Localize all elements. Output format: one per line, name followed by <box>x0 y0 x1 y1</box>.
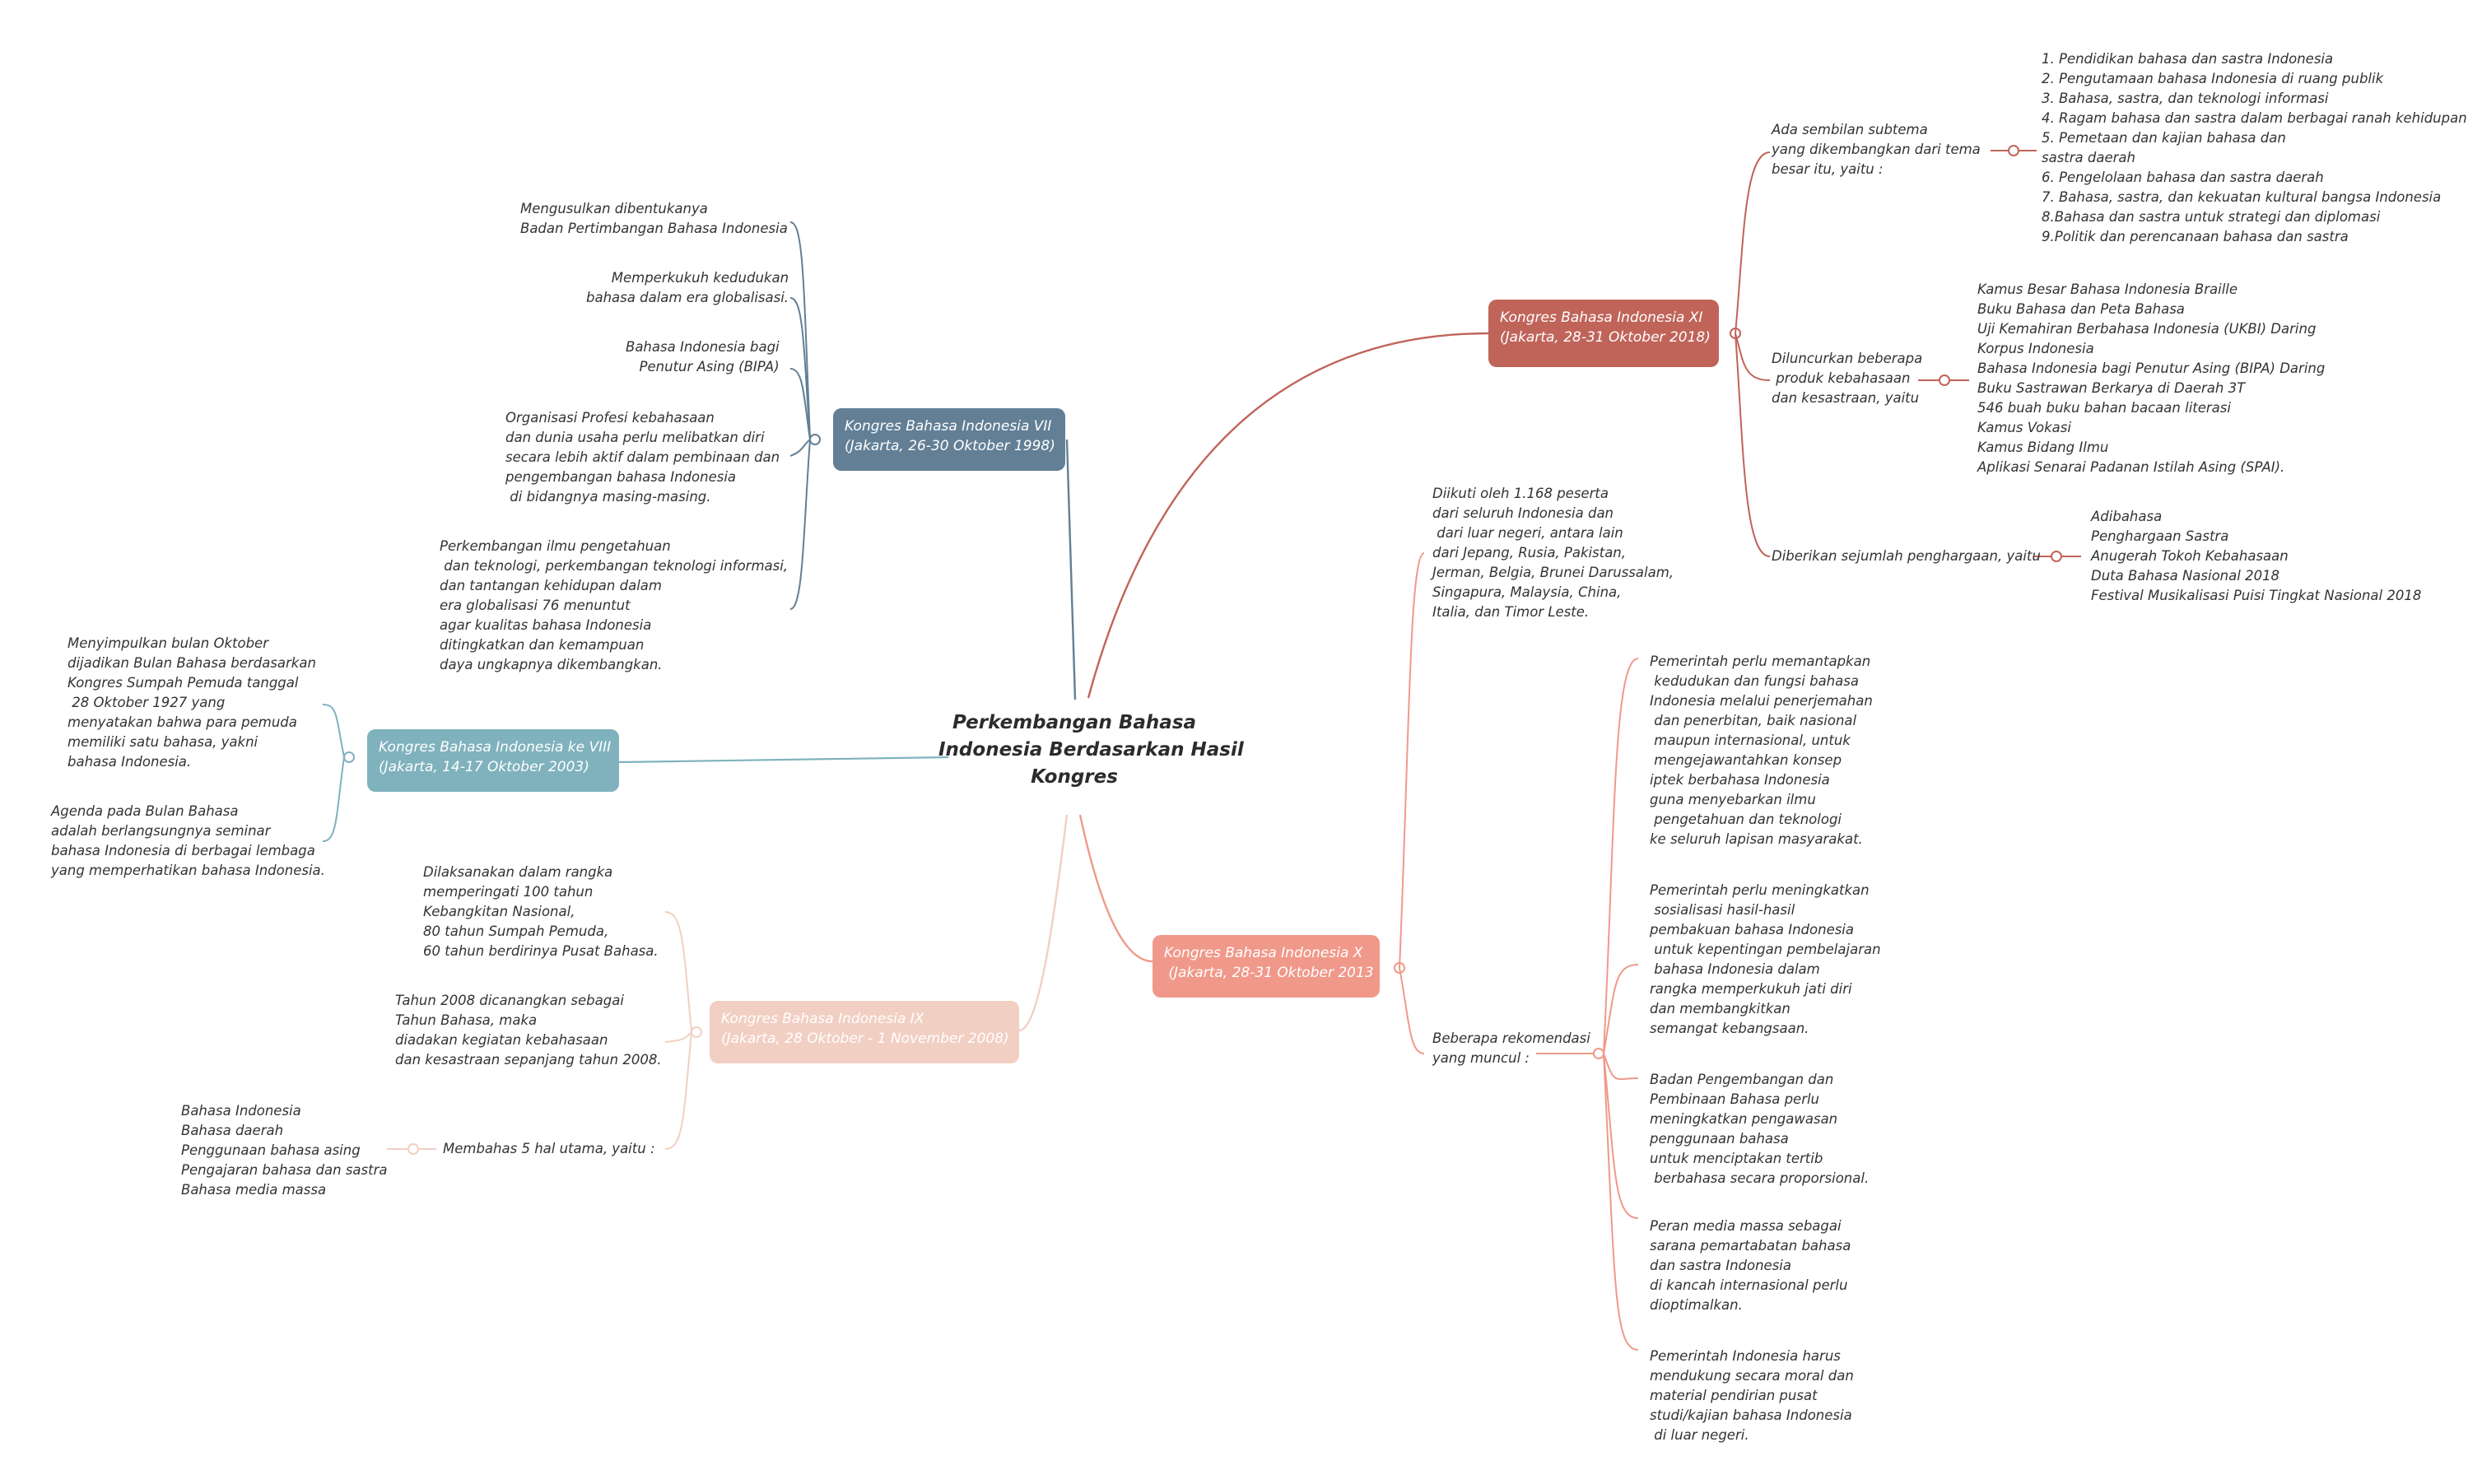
kongres-x-node[interactable]: Kongres Bahasa Indonesia X (Jakarta, 28-… <box>1153 935 1380 998</box>
x-rekomendasi-intro: Beberapa rekomendasi yang muncul : <box>1432 1030 1590 1066</box>
vii-item-1: Mengusulkan dibentukanya Badan Pertimban… <box>520 201 788 236</box>
connector-x-rekomendasi <box>1399 967 1425 1054</box>
node-dot-subtema <box>2008 145 2019 156</box>
connector-ix-1 <box>664 911 692 1033</box>
connector-rek-1 <box>1603 658 1639 1054</box>
connector-root-vii <box>1065 439 1077 700</box>
connector-root-viii <box>618 756 949 764</box>
xi-penghargaan-intro: Diberikan sejumlah penghargaan, yaitu <box>1772 548 2041 564</box>
connector-vii-5 <box>789 439 811 610</box>
connector-x-peserta <box>1399 552 1425 969</box>
connector-vii-2 <box>789 297 811 440</box>
connector-xi-subtema <box>1735 151 1771 334</box>
xi-penghargaan-list: Adibahasa Penghargaan Sastra Anugerah To… <box>2091 509 2422 603</box>
x-rekomendasi-1: Pemerintah perlu memantapkan kedudukan d… <box>1650 654 1873 847</box>
viii-item-2: Agenda pada Bulan Bahasa adalah berlangs… <box>51 803 325 878</box>
connector-ix-3 <box>664 1031 692 1150</box>
vii-item-2: Memperkukuh kedudukan bahasa dalam era g… <box>586 270 789 305</box>
connector-rek-4 <box>1603 1053 1639 1219</box>
node-dot-hal-utama <box>407 1143 419 1155</box>
connector-rek-5 <box>1603 1053 1639 1351</box>
connector-xi-produk <box>1735 333 1771 381</box>
vii-item-4: Organisasi Profesi kebahasaan dan dunia … <box>505 410 780 505</box>
connector-xi-penghargaan <box>1735 333 1771 557</box>
ix-item-3: Membahas 5 hal utama, yaitu : <box>443 1141 655 1156</box>
connector-ix-2 <box>664 1031 692 1043</box>
xi-subtema-list: 1. Pendidikan bahasa dan sastra Indonesi… <box>2042 51 2467 244</box>
kongres-viii-node[interactable]: Kongres Bahasa Indonesia ke VIII (Jakart… <box>367 729 619 792</box>
ix-item-1: Dilaksanakan dalam rangka memperingati 1… <box>423 864 659 959</box>
connector-vii-1 <box>789 221 811 440</box>
xi-produk-list: Kamus Besar Bahasa Indonesia Braille Buk… <box>1977 281 2326 475</box>
viii-item-1: Menyimpulkan bulan Oktober dijadikan Bul… <box>68 635 316 770</box>
connector-rek-2 <box>1603 964 1639 1054</box>
connector-viii-2 <box>322 756 345 842</box>
node-dot-rekomendasi <box>1593 1048 1604 1059</box>
ix-hal-utama-list: Bahasa Indonesia Bahasa daerah Penggunaa… <box>181 1103 388 1198</box>
kongres-ix-node[interactable]: Kongres Bahasa Indonesia IX (Jakarta, 28… <box>710 1001 1019 1063</box>
connector-root-ix <box>1018 814 1069 1032</box>
connector-vii-3 <box>789 368 811 440</box>
node-dot-produk <box>1939 374 1950 386</box>
connector-viii-1 <box>322 704 345 758</box>
connector-vii-4 <box>789 439 811 457</box>
connector-root-xi <box>1087 332 1489 699</box>
kongres-xi-node[interactable]: Kongres Bahasa Indonesia XI (Jakarta, 28… <box>1488 300 1719 367</box>
root-topic: Perkembangan Bahasa Indonesia Berdasarka… <box>938 712 1244 788</box>
node-dot-ix <box>691 1026 702 1038</box>
vii-item-3: Bahasa Indonesia bagi Penutur Asing (BIP… <box>626 339 780 374</box>
ix-item-2: Tahun 2008 dicanangkan sebagai Tahun Bah… <box>395 993 662 1068</box>
node-dot-vii <box>809 434 821 445</box>
x-rekomendasi-4: Peran media massa sebagai sarana pemarta… <box>1650 1218 1851 1313</box>
x-rekomendasi-3: Badan Pengembangan dan Pembinaan Bahasa … <box>1650 1072 1870 1186</box>
connector-rek-3 <box>1603 1053 1639 1081</box>
kongres-vii-node[interactable]: Kongres Bahasa Indonesia VII (Jakarta, 2… <box>833 408 1065 471</box>
node-dot-penghargaan <box>2051 551 2062 562</box>
node-dot-viii <box>343 751 355 763</box>
connector-root-x <box>1078 814 1153 963</box>
xi-produk-intro: Diluncurkan beberapa produk kebahasaan d… <box>1772 351 1923 406</box>
x-rekomendasi-5: Pemerintah Indonesia harus mendukung sec… <box>1650 1348 1854 1443</box>
vii-item-5: Perkembangan ilmu pengetahuan dan teknol… <box>440 538 789 672</box>
xi-subtema-intro: Ada sembilan subtema yang dikembangkan d… <box>1772 122 1981 177</box>
x-rekomendasi-2: Pemerintah perlu meningkatkan sosialisas… <box>1650 882 1881 1036</box>
x-peserta: Diikuti oleh 1.168 peserta dari seluruh … <box>1432 486 1674 620</box>
